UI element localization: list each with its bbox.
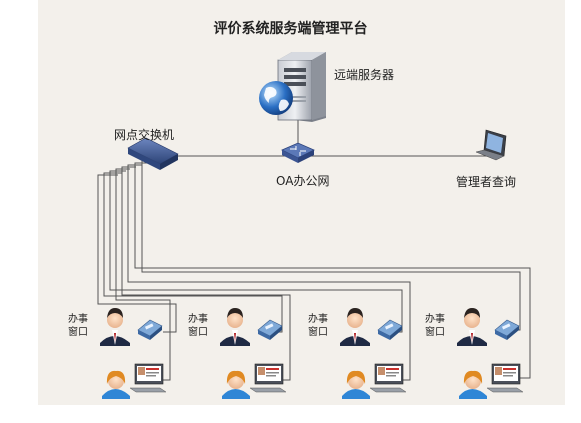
- backbone-link: [175, 118, 490, 157]
- service-window-3: [340, 308, 407, 399]
- window-label-2: 办事窗口: [188, 313, 208, 339]
- customer-icon: [222, 370, 250, 399]
- staff-icon: [340, 308, 370, 346]
- staff-icon: [100, 308, 130, 346]
- hub-icon: [281, 142, 315, 163]
- customer-icon: [102, 370, 130, 399]
- window-label-line2: 窗口: [188, 327, 208, 338]
- window-label-4: 办事窗口: [425, 313, 445, 339]
- window-label-line2: 窗口: [308, 327, 328, 338]
- window-label-line1: 办事: [188, 314, 208, 325]
- card-reader-icon: [137, 319, 163, 340]
- admin-query-label: 管理者查询: [456, 175, 517, 189]
- server-label: 远端服务器: [334, 68, 395, 82]
- customer-icon: [459, 370, 487, 399]
- laptop-icon: [475, 129, 507, 161]
- window-label-3: 办事窗口: [308, 313, 328, 339]
- window-label-line1: 办事: [425, 314, 445, 325]
- window-label-line2: 窗口: [68, 327, 88, 338]
- window-label-line2: 窗口: [425, 327, 445, 338]
- oa-network-label: OA办公网: [276, 174, 330, 188]
- card-reader-icon: [257, 319, 283, 340]
- monitor-icon: [369, 363, 407, 393]
- window-label-line1: 办事: [308, 314, 328, 325]
- window-label-1: 办事窗口: [68, 313, 88, 339]
- staff-icon: [220, 308, 250, 346]
- switch-to-window-cables: [97, 160, 531, 381]
- monitor-icon: [486, 363, 524, 393]
- monitor-icon: [249, 363, 287, 393]
- customer-icon: [342, 370, 370, 399]
- window-label-line1: 办事: [68, 314, 88, 325]
- service-window-4: [457, 308, 524, 399]
- diagram-title: 评价系统服务端管理平台: [213, 21, 368, 37]
- service-window-1: [100, 308, 167, 399]
- card-reader-icon: [494, 319, 520, 340]
- card-reader-icon: [377, 319, 403, 340]
- switch-label: 网点交换机: [114, 128, 175, 142]
- globe-icon: [259, 81, 293, 115]
- switch-icon: [127, 137, 179, 170]
- service-window-2: [220, 308, 287, 399]
- staff-icon: [457, 308, 487, 346]
- monitor-icon: [129, 363, 167, 393]
